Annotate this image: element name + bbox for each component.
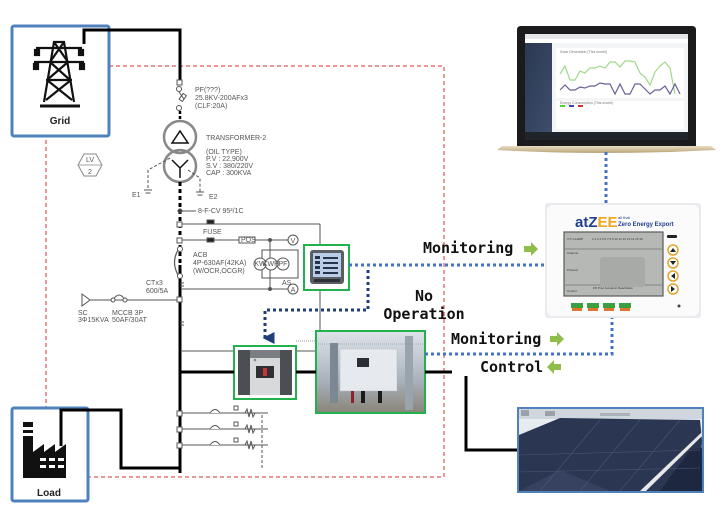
arrow-right-icon (524, 242, 538, 256)
power-meter[interactable] (303, 244, 350, 291)
ammeter-switch-label: AS (282, 280, 292, 287)
monitoring-label-2: Monitoring (451, 330, 541, 348)
ground-e1-label: E1 (132, 192, 141, 199)
atzee-controller[interactable]: atZEE all that Zero Energy Export CT/ CL… (545, 203, 701, 318)
sc-label-2: 3Φ15KVA (78, 317, 109, 324)
atzee-screen-row-channel: Channel (567, 251, 579, 255)
pf-label-1: PF(???) (195, 87, 220, 94)
factory-icon (23, 422, 66, 478)
ct-label-1: CTx3 (146, 280, 163, 287)
pf-label-2: 25.8KV-200AFx3 (195, 95, 248, 102)
caret-down-icon (670, 261, 676, 265)
transmission-tower-icon (32, 40, 86, 108)
power-meter-icon (310, 250, 344, 284)
lv-tag: LV 2 (77, 153, 103, 177)
circuit-breaker[interactable] (233, 345, 297, 400)
caret-right-icon (671, 286, 675, 292)
atzee-tagline: Zero Energy Export (618, 222, 674, 228)
mccb-label-2: 50AF/30AT (112, 317, 148, 324)
atzee-terminal-blocks (571, 303, 631, 311)
transformer-type: (OIL TYPE) (206, 149, 242, 156)
acb-label-1: ACB (193, 252, 208, 259)
transformer-pv: P.V : 22,900V (206, 156, 249, 163)
solar-feed-line (464, 376, 520, 452)
lv-tag-bottom: 2 (88, 169, 92, 176)
atzee-control-options: Off Proc Autoamic Reactivans (593, 286, 633, 290)
laptop-chart-load-line (559, 82, 681, 96)
no-operation-label-2: Operation (383, 305, 464, 323)
monitoring-label-1: Monitoring (423, 239, 513, 257)
site-boundary (45, 65, 445, 478)
laptop-panel1-title: Solar Generation (This month) (560, 50, 607, 54)
lv-tag-top: LV (86, 157, 94, 164)
atzee-button-right[interactable] (667, 283, 679, 295)
transformer-name: TRANSFORMER-2 (206, 135, 266, 142)
transformer-sv: S.V : 380/220V (206, 163, 253, 170)
no-operation-label-1: No (415, 287, 433, 305)
meter-pf-label: PF (279, 261, 288, 268)
grid-feed-line (82, 28, 182, 82)
acb-label-3: (W/OCR,OCGR) (193, 268, 245, 275)
ammeter-label: A (291, 287, 296, 294)
schematic-labels: PF(???) 25.8KV-200AFx3 (CLF:20A) TRANSFO… (78, 87, 296, 324)
caret-up-icon (670, 248, 676, 252)
pf-label-3: (CLF:20A) (195, 103, 227, 110)
atzee-screen-row-ct: CT/ CLAMP (567, 237, 583, 241)
cable-label: 8-F-CV 95²/1C (198, 208, 244, 215)
load-label: Load (37, 488, 61, 499)
atzee-screen-row-protocol: Protocol (567, 268, 578, 272)
solar-panel-icon (518, 409, 702, 492)
arrow-right-icon (550, 332, 564, 346)
load-node: Load (10, 406, 90, 503)
caret-left-icon (671, 273, 675, 279)
solar-array[interactable] (517, 407, 704, 493)
grid-node: Grid (10, 24, 111, 138)
transformer-cap: CAP : 300KVA (206, 170, 252, 177)
control-label: Control (480, 358, 543, 376)
meter-to-breaker-link (262, 270, 370, 344)
fuse-label: FUSE (203, 229, 222, 236)
atzee-brand: atZEE (575, 214, 618, 231)
arrow-left-icon (547, 360, 561, 374)
load-feed-line (59, 408, 180, 470)
acb-label-2: 4P-630AF(42KA) (193, 260, 246, 267)
ground-e2-label: E2 (209, 194, 218, 201)
atzee-screen-row-control: Control (567, 289, 577, 293)
inverter-icon (318, 336, 423, 410)
atzee-button-left[interactable] (667, 270, 679, 282)
ct-label-2: 600/5A (146, 288, 169, 295)
single-line-schematic (81, 79, 321, 473)
meter-kwh-label: KWH (263, 261, 279, 268)
breaker-icon (238, 350, 292, 395)
voltmeter-label: V (291, 238, 296, 245)
laptop-chart-generation-line (559, 60, 676, 95)
laptop-monitor[interactable]: Solar Generation (This month) Energy Con… (497, 26, 716, 153)
pos-label: POS (241, 237, 256, 244)
atzee-screen-numbers: 1 2 3 4 5 6 7 8 9 10 11 12 13 14 15 16 (592, 237, 643, 241)
sc-label-1: SC (78, 310, 88, 317)
inverter-atzee-link (425, 318, 614, 356)
pv-inverter[interactable] (315, 330, 426, 414)
mccb-label-1: MCCB 3P (112, 310, 143, 317)
meter-kw-label: KW (254, 261, 266, 268)
flow-labels: Monitoring No Operation Monitoring Contr… (383, 239, 564, 376)
atzee-button-down[interactable] (667, 257, 679, 269)
communication-links (262, 152, 614, 356)
atzee-button-up[interactable] (667, 244, 679, 256)
laptop-panel2-title: Energy Consumption (This month) (560, 101, 613, 105)
atzee-tagline-small: all that (618, 215, 631, 220)
grid-label: Grid (50, 116, 71, 127)
